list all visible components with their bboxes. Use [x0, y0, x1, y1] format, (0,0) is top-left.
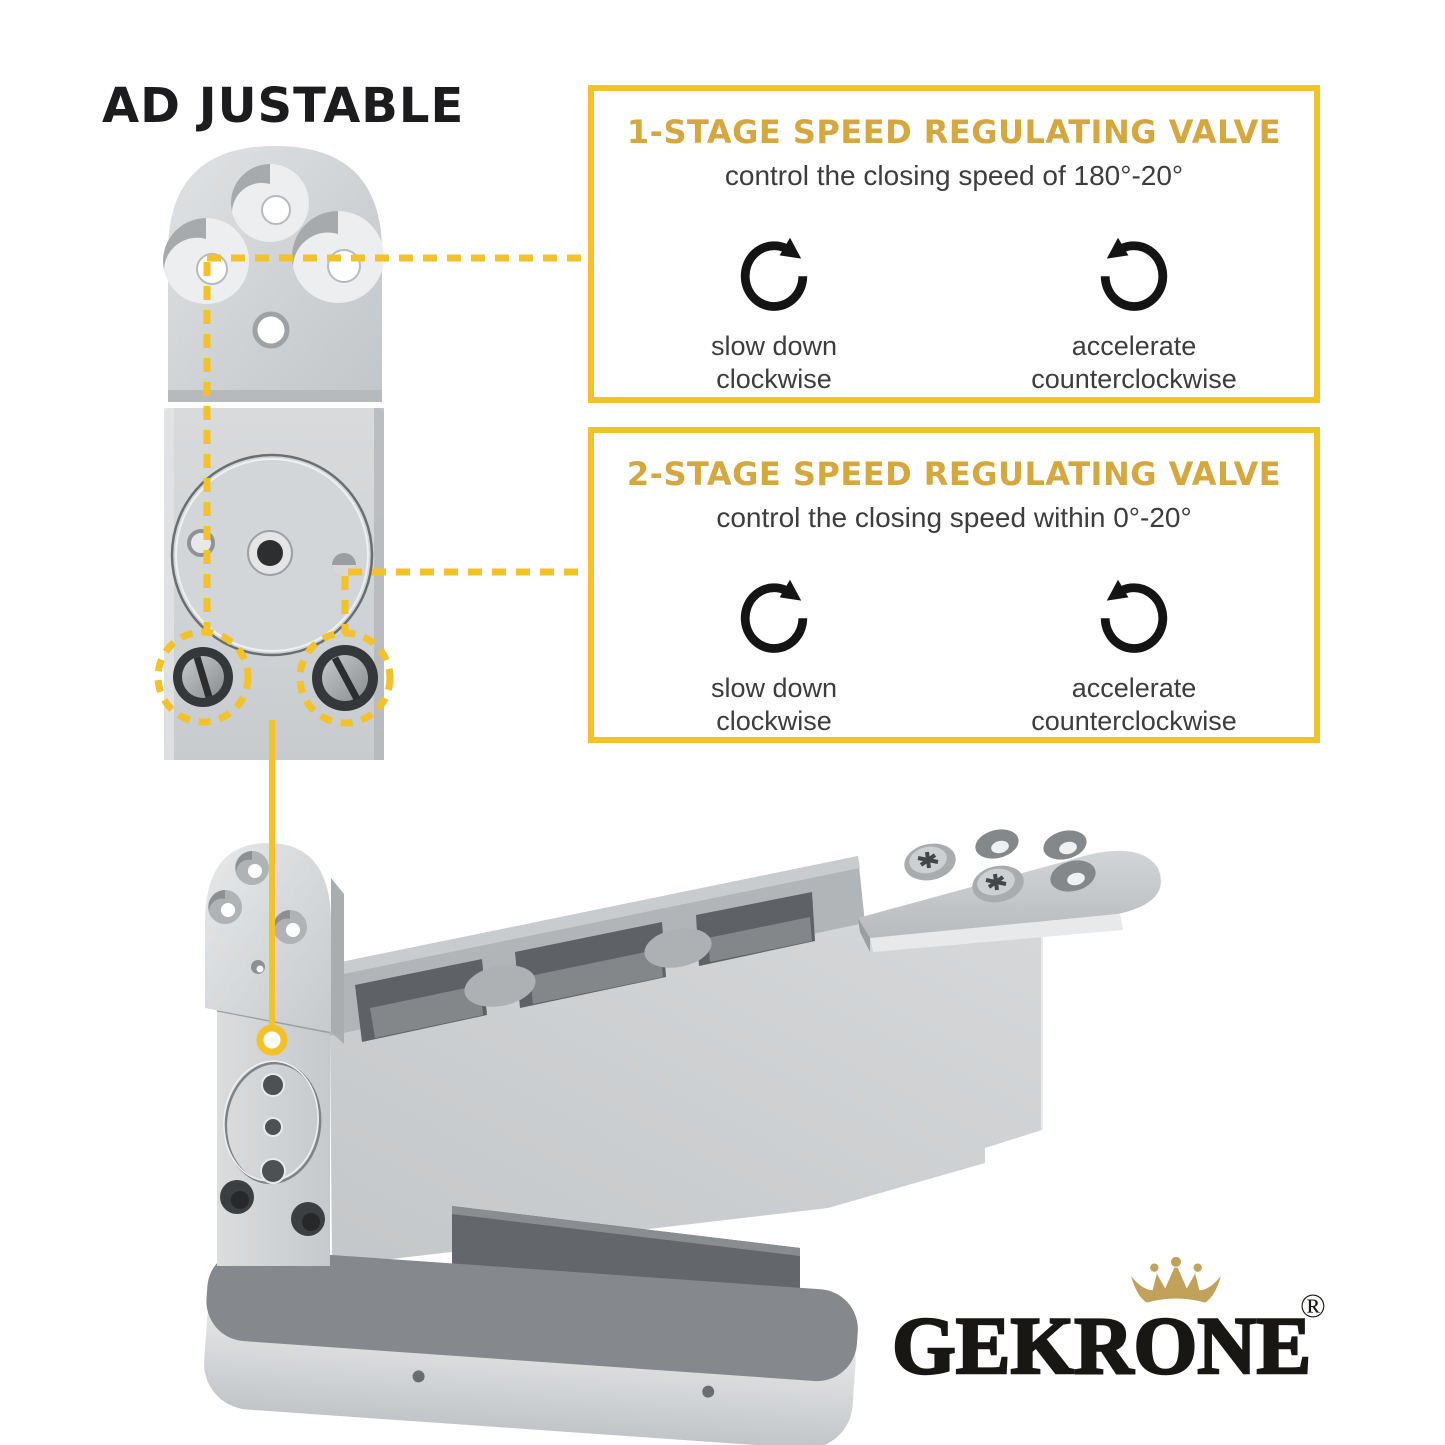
countersunk-hole: [1050, 860, 1096, 892]
rotation-options-row: slow down clockwise accelerate countercl…: [594, 230, 1314, 396]
bottom-product-photo: [204, 829, 1161, 1445]
crown-icon: [1131, 1256, 1221, 1303]
adjustment-screw-2: [312, 645, 378, 711]
countersunk-hole: [235, 851, 269, 885]
rotation-label: slow down clockwise: [710, 331, 838, 394]
milled-pockets: [355, 892, 815, 1042]
countersunk-screw: [220, 1180, 254, 1214]
pilot-hole: [252, 311, 290, 349]
countersunk-hole: [230, 163, 309, 242]
rotation-option: accelerate counterclockwise: [954, 230, 1314, 396]
phillips-screw: [972, 865, 1024, 903]
registered-trademark: ®: [1300, 1288, 1326, 1325]
page-title: AD JUSTABLE: [102, 78, 465, 134]
rotation-label: accelerate counterclockwise: [1031, 331, 1237, 394]
callout-subtitle: control the closing speed within 0°-20°: [716, 502, 1192, 533]
rotation-option: accelerate counterclockwise: [954, 572, 1314, 738]
rotation-options-row: slow down clockwise accelerate countercl…: [594, 572, 1314, 738]
rotate-counterclockwise-icon: [1100, 579, 1168, 653]
callout-subtitle: control the closing speed of 180°-20°: [724, 160, 1184, 191]
center-pivot-hole: [247, 530, 293, 576]
countersunk-hole: [1043, 830, 1087, 860]
top-product-photo: [163, 146, 384, 760]
rotate-clockwise-icon: [740, 237, 808, 311]
hinge-arch-plate: [205, 843, 344, 1044]
callout-title: 2-STAGE SPEED REGULATING VALVE: [626, 455, 1282, 493]
brand-logo-text: GEKRONE: [891, 1300, 1313, 1391]
pivot-block: [216, 1008, 331, 1266]
phillips-screw: [904, 843, 956, 881]
mounting-arm: [858, 829, 1161, 952]
adjustment-screw-1: [173, 647, 233, 707]
countersunk-screw: [291, 1202, 325, 1236]
countersunk-hole: [273, 910, 307, 944]
callout-box-1-stage: 1-STAGE SPEED REGULATING VALVE control t…: [588, 85, 1320, 403]
callout-title: 1-STAGE SPEED REGULATING VALVE: [626, 113, 1282, 151]
countersunk-hole: [208, 890, 242, 924]
rotate-counterclockwise-icon: [1100, 237, 1168, 311]
screw-highlight-circle: [154, 628, 252, 726]
callout-box-2-stage: 2-STAGE SPEED REGULATING VALVE control t…: [588, 427, 1320, 743]
rotation-option: slow down clockwise: [594, 572, 954, 738]
rotation-option: slow down clockwise: [594, 230, 954, 396]
screw-highlight-circle: [296, 629, 394, 727]
rotate-clockwise-icon: [740, 579, 808, 653]
location-ring-marker: [256, 1024, 288, 1056]
rotation-label: accelerate counterclockwise: [1031, 673, 1237, 736]
rotation-label: slow down clockwise: [710, 673, 838, 736]
base-plate: [204, 1249, 858, 1445]
countersunk-hole: [975, 829, 1019, 859]
